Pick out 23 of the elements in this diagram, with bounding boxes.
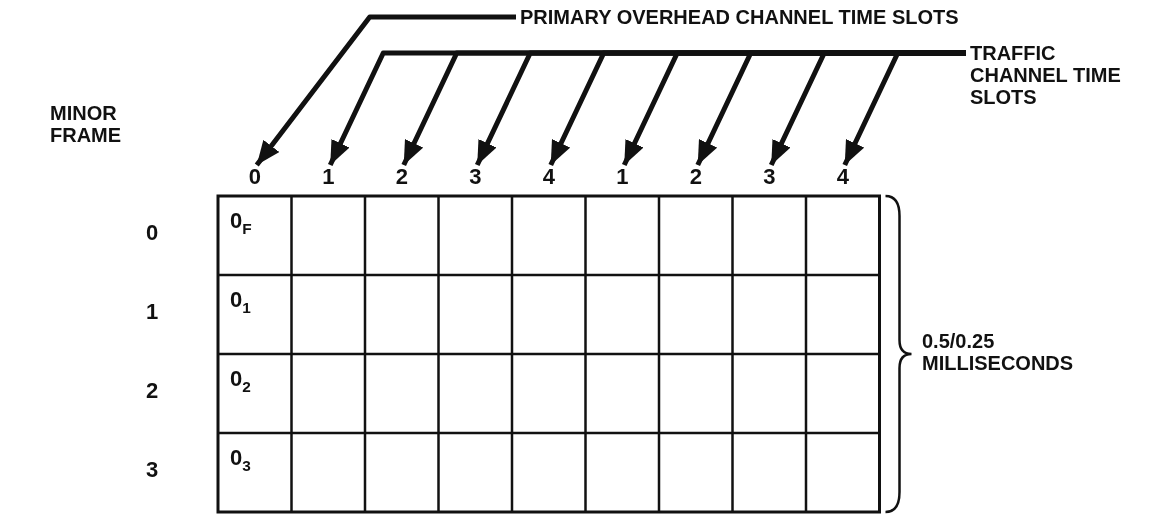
row-number: 0 [145, 220, 159, 245]
column-number: 3 [755, 166, 784, 188]
axis-title: MINOR FRAME [50, 102, 122, 146]
duration-label: 0.5/0.25 MILLISECONDS [922, 330, 1074, 374]
callout-text: TRAFFIC CHANNEL TIME SLOTS [970, 42, 1155, 108]
cell-text: 0$_{F}$ [230, 208, 252, 233]
column-number: 2 [387, 166, 416, 188]
cell-text: 0$_{3}$ [230, 445, 251, 470]
cell-text: 0$_{1}$ [230, 287, 251, 312]
column-number: 2 [681, 166, 710, 188]
row-number: 2 [145, 378, 159, 403]
column-number: 1 [314, 166, 343, 188]
callout-text: PRIMARY OVERHEAD CHANNEL TIME SLOTS [520, 6, 959, 28]
leader-arrow [842, 50, 966, 167]
leader-arrow [254, 14, 516, 167]
cell-text: 0$_{2}$ [230, 366, 251, 391]
column-number: 4 [534, 166, 563, 188]
row-number: 3 [145, 457, 159, 482]
column-number: 3 [461, 166, 490, 188]
column-number: 1 [608, 166, 637, 188]
column-number: 4 [828, 166, 857, 188]
column-number: 0 [240, 166, 269, 188]
row-number: 1 [145, 299, 159, 324]
